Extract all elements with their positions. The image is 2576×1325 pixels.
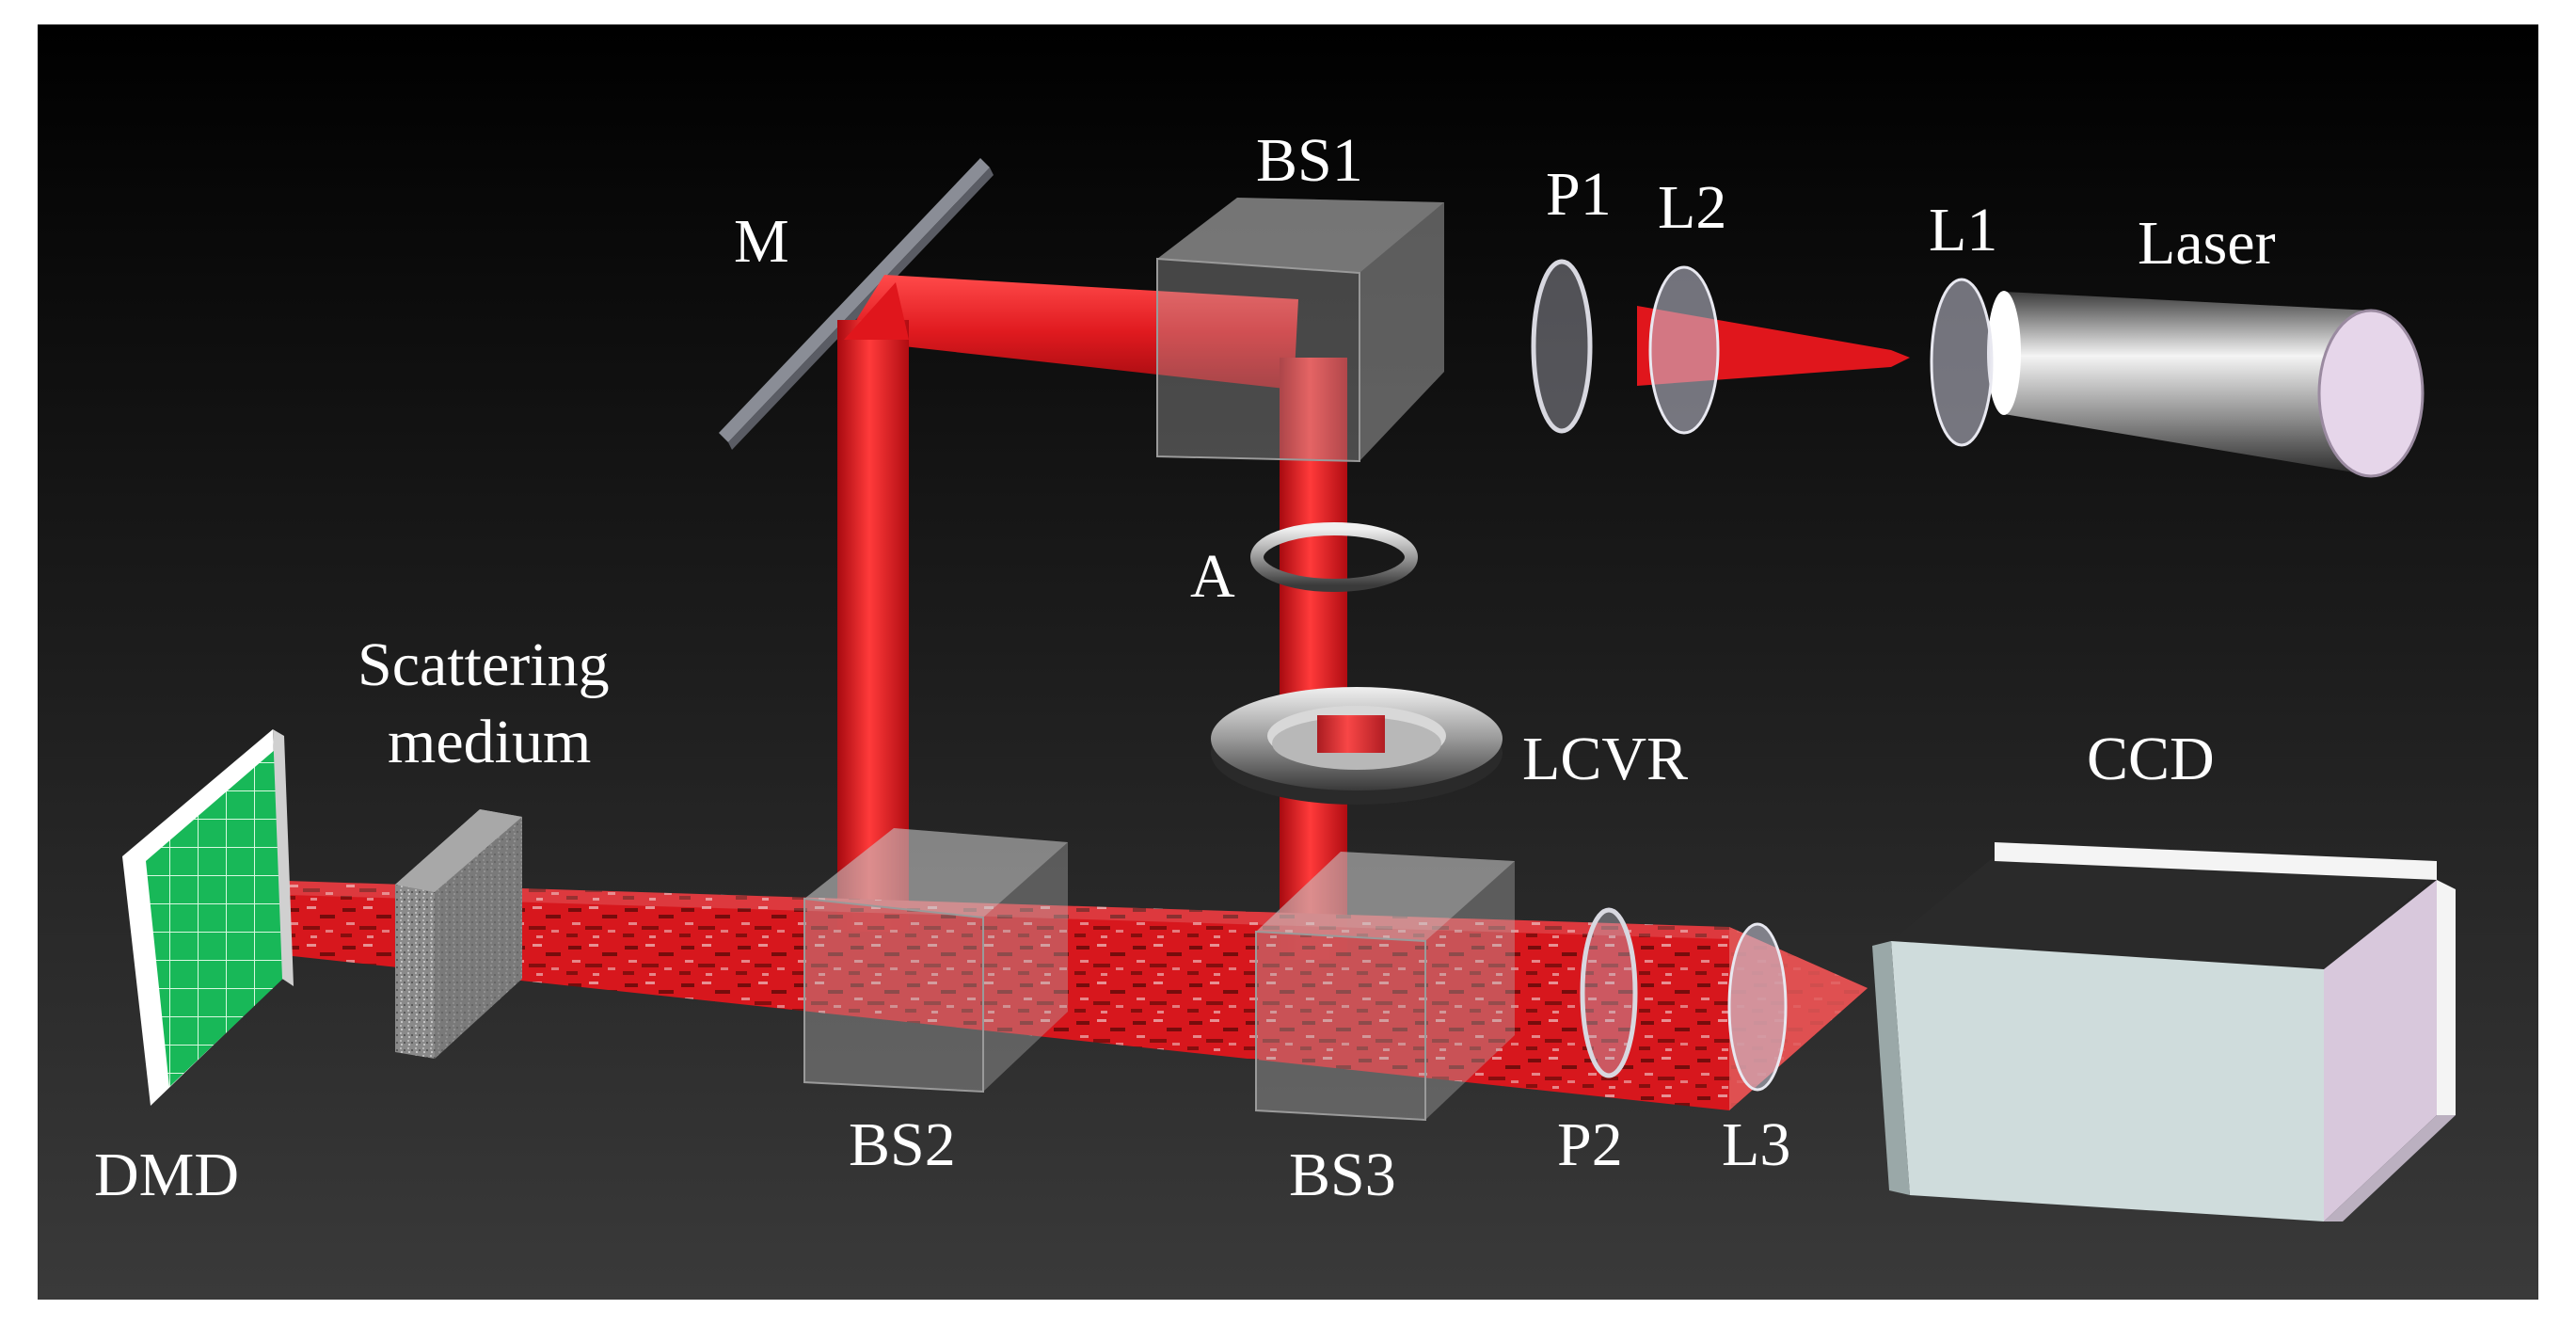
label-a: A [1190,542,1235,611]
lens-l3 [1727,922,1788,1092]
ccd [1872,842,2456,1221]
label-l3: L3 [1722,1110,1790,1179]
label-laser: Laser [2138,209,2276,278]
label-lcvr: LCVR [1522,725,1688,793]
beam-splitter-bs2 [803,828,1068,1094]
label-ccd: CCD [2087,725,2215,793]
beam-signal-arm [1280,358,1347,960]
beam-reference-arm [837,320,909,932]
beam-splitter-bs1 [1156,198,1444,463]
label-bs2: BS2 [849,1110,956,1179]
aperture-a [1250,522,1418,592]
label-p1: P1 [1546,160,1612,229]
polarizer-p1 [1531,259,1593,434]
mirror-m [719,158,994,450]
polarizer-p2 [1580,907,1638,1078]
label-bs1: BS1 [1256,126,1363,195]
label-scattering: Scattering [358,631,610,699]
label-p2: P2 [1557,1110,1623,1179]
laser [1987,291,2425,478]
label-l1: L1 [1929,196,1997,264]
label-m: M [734,207,789,276]
lens-l2 [1648,265,1720,435]
label-l2: L2 [1658,173,1726,242]
scattering-medium [395,809,522,1059]
beam-splitter-bs3 [1255,852,1515,1122]
lens-l1 [1930,278,1994,447]
dmd [122,729,294,1106]
label-bs3: BS3 [1289,1141,1396,1209]
label-dmd: DMD [94,1141,239,1209]
lcvr [1211,687,1503,805]
label-medium: medium [388,708,591,776]
